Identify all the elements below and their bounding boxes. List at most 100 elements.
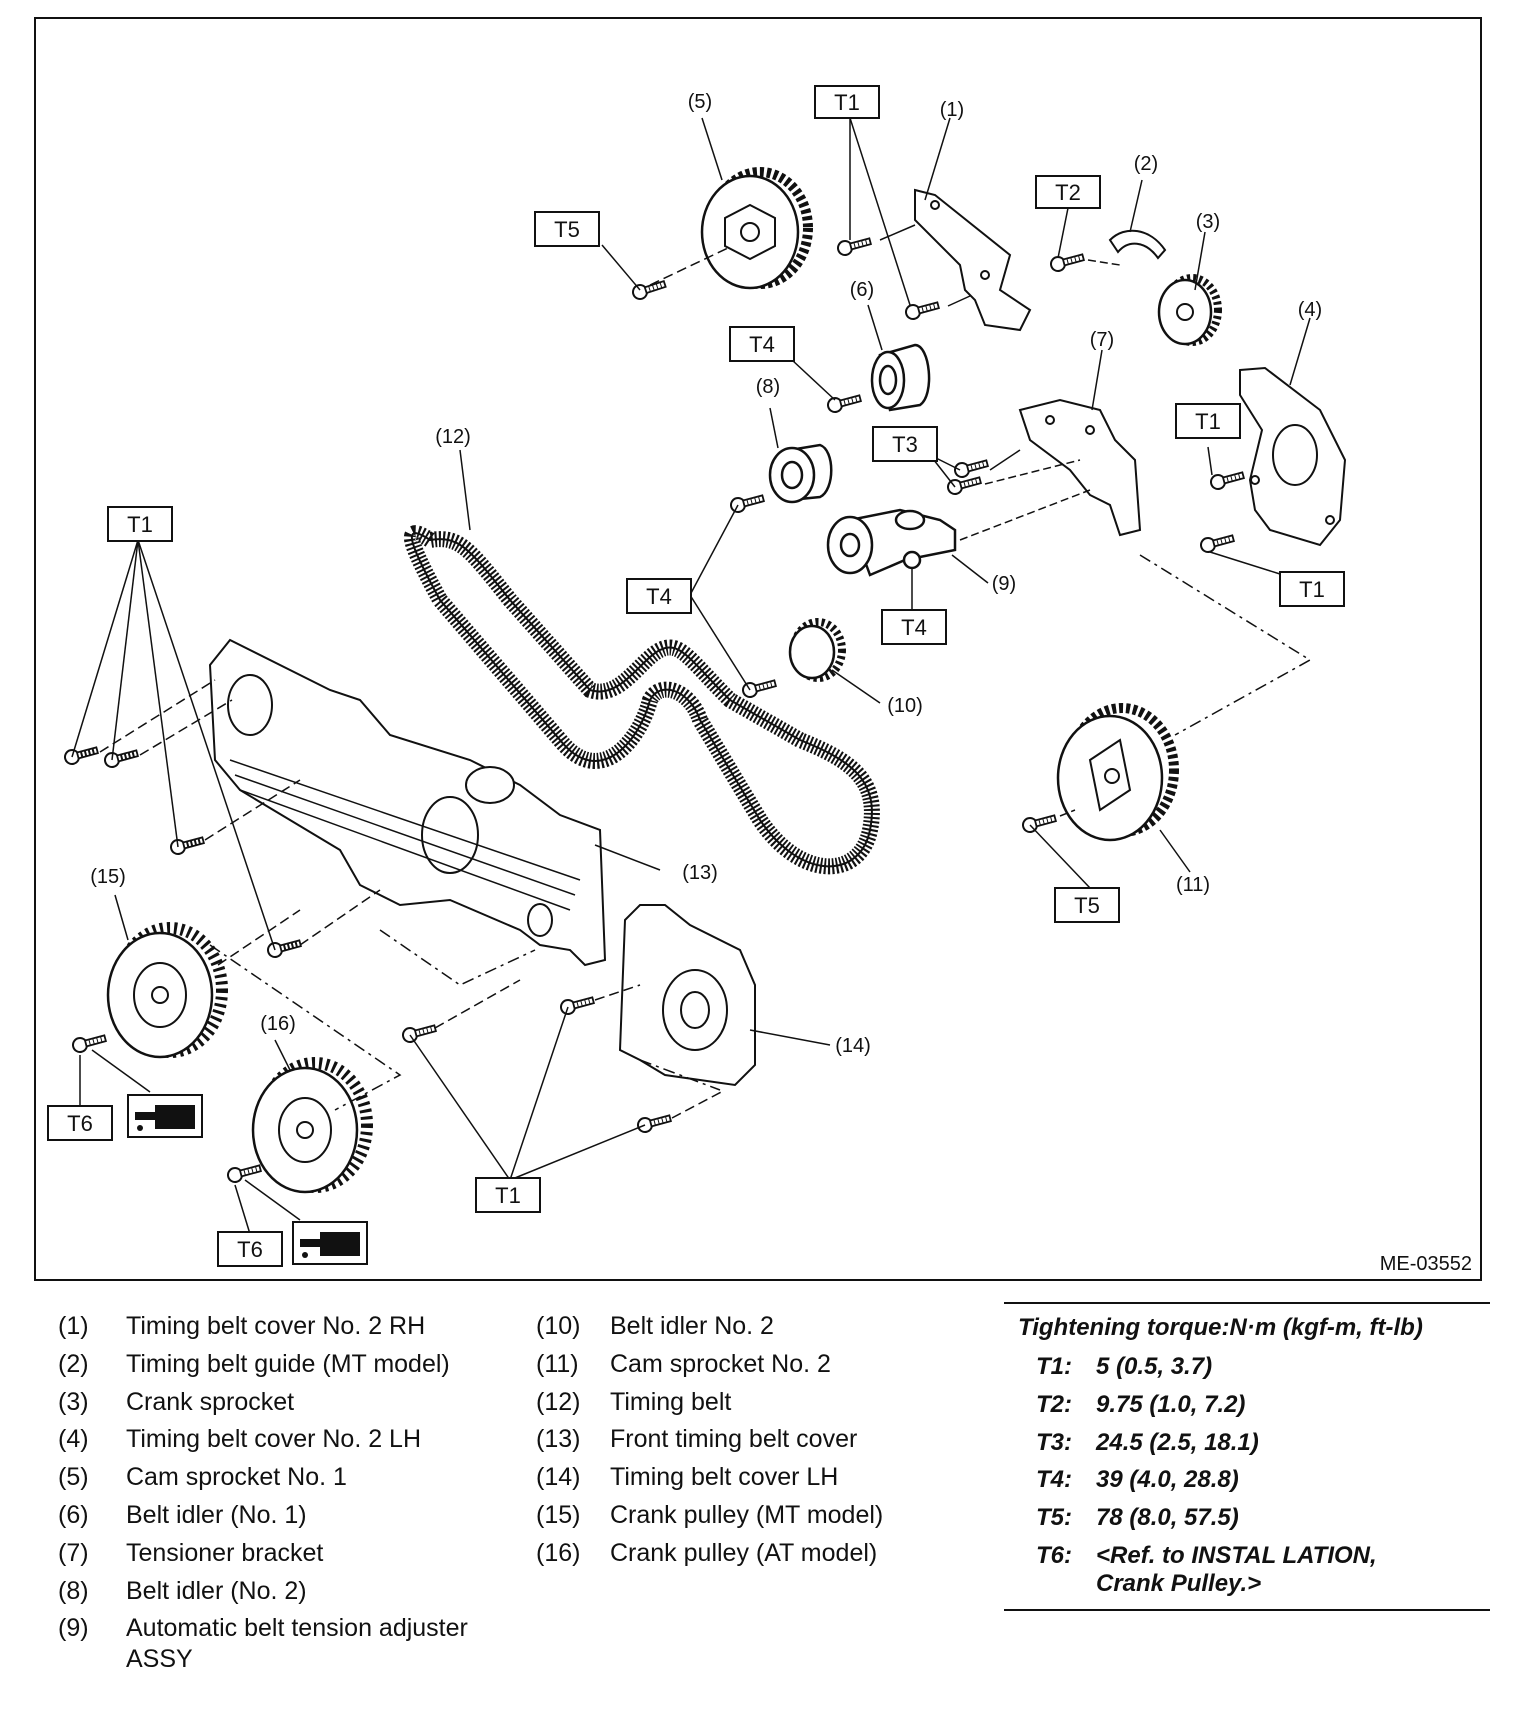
legend-item-number: (4) [58, 1425, 89, 1454]
legend-item: (3)Crank sprocket [58, 1384, 538, 1422]
parts-legend-middle: (10) Belt idler No. 2 (11)Cam sprocket No… [536, 1308, 976, 1573]
legend-item-text: Timing belt cover No. 2 LH [126, 1425, 422, 1454]
legend-item: (8)Belt idler (No. 2) [58, 1573, 538, 1611]
timing-belt-guide [1108, 229, 1167, 260]
torque-tag-t1: T1 [475, 1177, 541, 1213]
legend-item-text: Timing belt cover LH [610, 1463, 839, 1492]
cam-sprocket-no2 [1056, 703, 1179, 842]
tensioner-bracket [1018, 398, 1142, 537]
legend-item: (16)Crank pulley (AT model) [536, 1535, 976, 1573]
torque-table: Tightening torque:N·m (kgf-m, ft-lb) T1:… [1004, 1302, 1490, 1611]
torque-tag-t1-label: T1 [495, 1183, 521, 1208]
torque-tag-t2-label: T2 [1055, 180, 1081, 205]
legend-item: (13) Front timing belt cover [536, 1421, 976, 1459]
torque-value: 78 (8.0, 57.5) [1096, 1504, 1239, 1532]
legend-item: (2)Timing belt guide (MT model) [58, 1346, 538, 1384]
callout-15: (15) [90, 866, 126, 888]
exploded-parts-diagram: T1 T2 T5 T4 T1 T3 T1 T1 [34, 17, 1482, 1281]
torque-row: T3: 24.5 (2.5, 18.1) [1004, 1424, 1490, 1462]
legend-item: (11)Cam sprocket No. 2 [536, 1346, 976, 1384]
legend-item-number: (13) [536, 1425, 581, 1454]
front-timing-belt-cover [208, 638, 607, 967]
legend-item: (14) Timing belt cover LH [536, 1459, 976, 1497]
apply-oil-icon [292, 1221, 368, 1265]
torque-tag-t1-label: T1 [834, 90, 860, 115]
torque-key: T6: [1036, 1541, 1072, 1569]
torque-key: T5: [1036, 1504, 1072, 1532]
torque-value-continuation: Crank Pulley.> [1096, 1569, 1262, 1597]
callout-16: (16) [260, 1013, 296, 1035]
torque-value: <Ref. to INSTAL LATION, [1096, 1541, 1377, 1569]
torque-tag-t1: T1 [1175, 403, 1241, 439]
callout-11: (11) [1176, 874, 1210, 896]
torque-tag-t6-label: T6 [67, 1111, 93, 1136]
callout-2: (2) [1134, 153, 1158, 175]
torque-value: 39 (4.0, 28.8) [1096, 1466, 1239, 1494]
torque-tag-t1-label: T1 [1195, 409, 1221, 434]
legend-item-number: (9) [58, 1614, 89, 1643]
legend-item-number: (6) [58, 1500, 89, 1529]
torque-key: T2: [1036, 1390, 1072, 1418]
torque-tag-t4-label: T4 [749, 332, 775, 357]
legend-item-number: (14) [536, 1463, 581, 1492]
legend-item: (10) Belt idler No. 2 [536, 1308, 976, 1346]
belt-idler-no2-lower [788, 618, 846, 682]
apply-oil-icon [127, 1094, 203, 1138]
legend-item: (15)Crank pulley (MT model) [536, 1497, 976, 1535]
callout-1: (1) [940, 99, 964, 121]
torque-table-bottom-rule [1004, 1608, 1490, 1611]
torque-tag-t4: T4 [729, 326, 795, 362]
torque-value: 5 (0.5, 3.7) [1096, 1353, 1213, 1380]
legend-item-number: (1) [58, 1312, 89, 1340]
torque-tag-t5-label: T5 [1074, 893, 1100, 918]
torque-tag-t1-label: T1 [1299, 577, 1325, 602]
torque-value: 9.75 (1.0, 7.2) [1096, 1390, 1246, 1418]
legend-item-text: Crank pulley (MT model) [610, 1500, 884, 1529]
torque-key: T3: [1036, 1428, 1072, 1456]
callout-4: (4) [1298, 299, 1322, 321]
legend-item-text: Tensioner bracket [126, 1538, 324, 1567]
legend-item-text: Belt idler No. 2 [610, 1312, 774, 1340]
legend-item-number: (12) [536, 1387, 581, 1416]
torque-tag-t6-label: T6 [237, 1237, 263, 1262]
crank-pulley-mt [106, 922, 228, 1059]
torque-tag-t6: T6 [47, 1105, 113, 1141]
legend-item-text: Front timing belt cover [610, 1425, 858, 1454]
callout-8: (8) [756, 376, 780, 398]
torque-row: T6: <Ref. to INSTAL LATION, [1004, 1537, 1490, 1575]
torque-tag-t5: T5 [1054, 887, 1120, 923]
torque-table-top-rule [1004, 1302, 1490, 1304]
timing-belt-cover-no2-lh [1239, 366, 1347, 547]
legend-item: (5) Cam sprocket No. 1 [58, 1459, 538, 1497]
timing-belt-cover-lh [618, 904, 756, 1087]
torque-tag-t6: T6 [217, 1231, 283, 1267]
torque-tag-t5: T5 [534, 211, 600, 247]
torque-table-title: Tightening torque:N·m (kgf-m, ft-lb) [1018, 1314, 1423, 1341]
torque-tag-t4-label: T4 [901, 615, 927, 640]
torque-tag-t3-label: T3 [892, 432, 918, 457]
legend-item-number: (5) [58, 1463, 89, 1492]
legend-item-number: (16) [536, 1538, 581, 1567]
legend-item-text: Crank sprocket [126, 1387, 295, 1416]
legend-item-number: (7) [58, 1538, 89, 1567]
torque-tag-t4-label: T4 [646, 584, 672, 609]
legend-item: (1)Timing belt cover No. 2 RH [58, 1308, 538, 1346]
callout-3: (3) [1196, 211, 1220, 233]
legend-item: (9)Automatic belt tension adjuster ASSY [58, 1610, 538, 1673]
timing-belt-cover-no2-rh [914, 188, 1032, 332]
torque-row: T4:39 (4.0, 28.8) [1004, 1461, 1490, 1499]
torque-tag-t3: T3 [872, 426, 938, 462]
legend-item-text: Belt idler (No. 1) [126, 1500, 307, 1529]
cam-sprocket-no1 [700, 167, 813, 290]
torque-tag-t4: T4 [881, 609, 947, 645]
crank-pulley-at [251, 1057, 373, 1194]
callout-5: (5) [688, 91, 712, 113]
timing-belt [403, 525, 880, 875]
figure-id-code: ME-03552 [1380, 1253, 1472, 1275]
legend-item-number: (10) [536, 1312, 581, 1340]
callout-12: (12) [435, 426, 471, 448]
torque-row: T5: 78 (8.0, 57.5) [1004, 1499, 1490, 1537]
torque-value: 24.5 (2.5, 18.1) [1096, 1428, 1259, 1456]
legend-item-text: Cam sprocket No. 1 [126, 1463, 347, 1492]
legend-item: (7) Tensioner bracket [58, 1535, 538, 1573]
